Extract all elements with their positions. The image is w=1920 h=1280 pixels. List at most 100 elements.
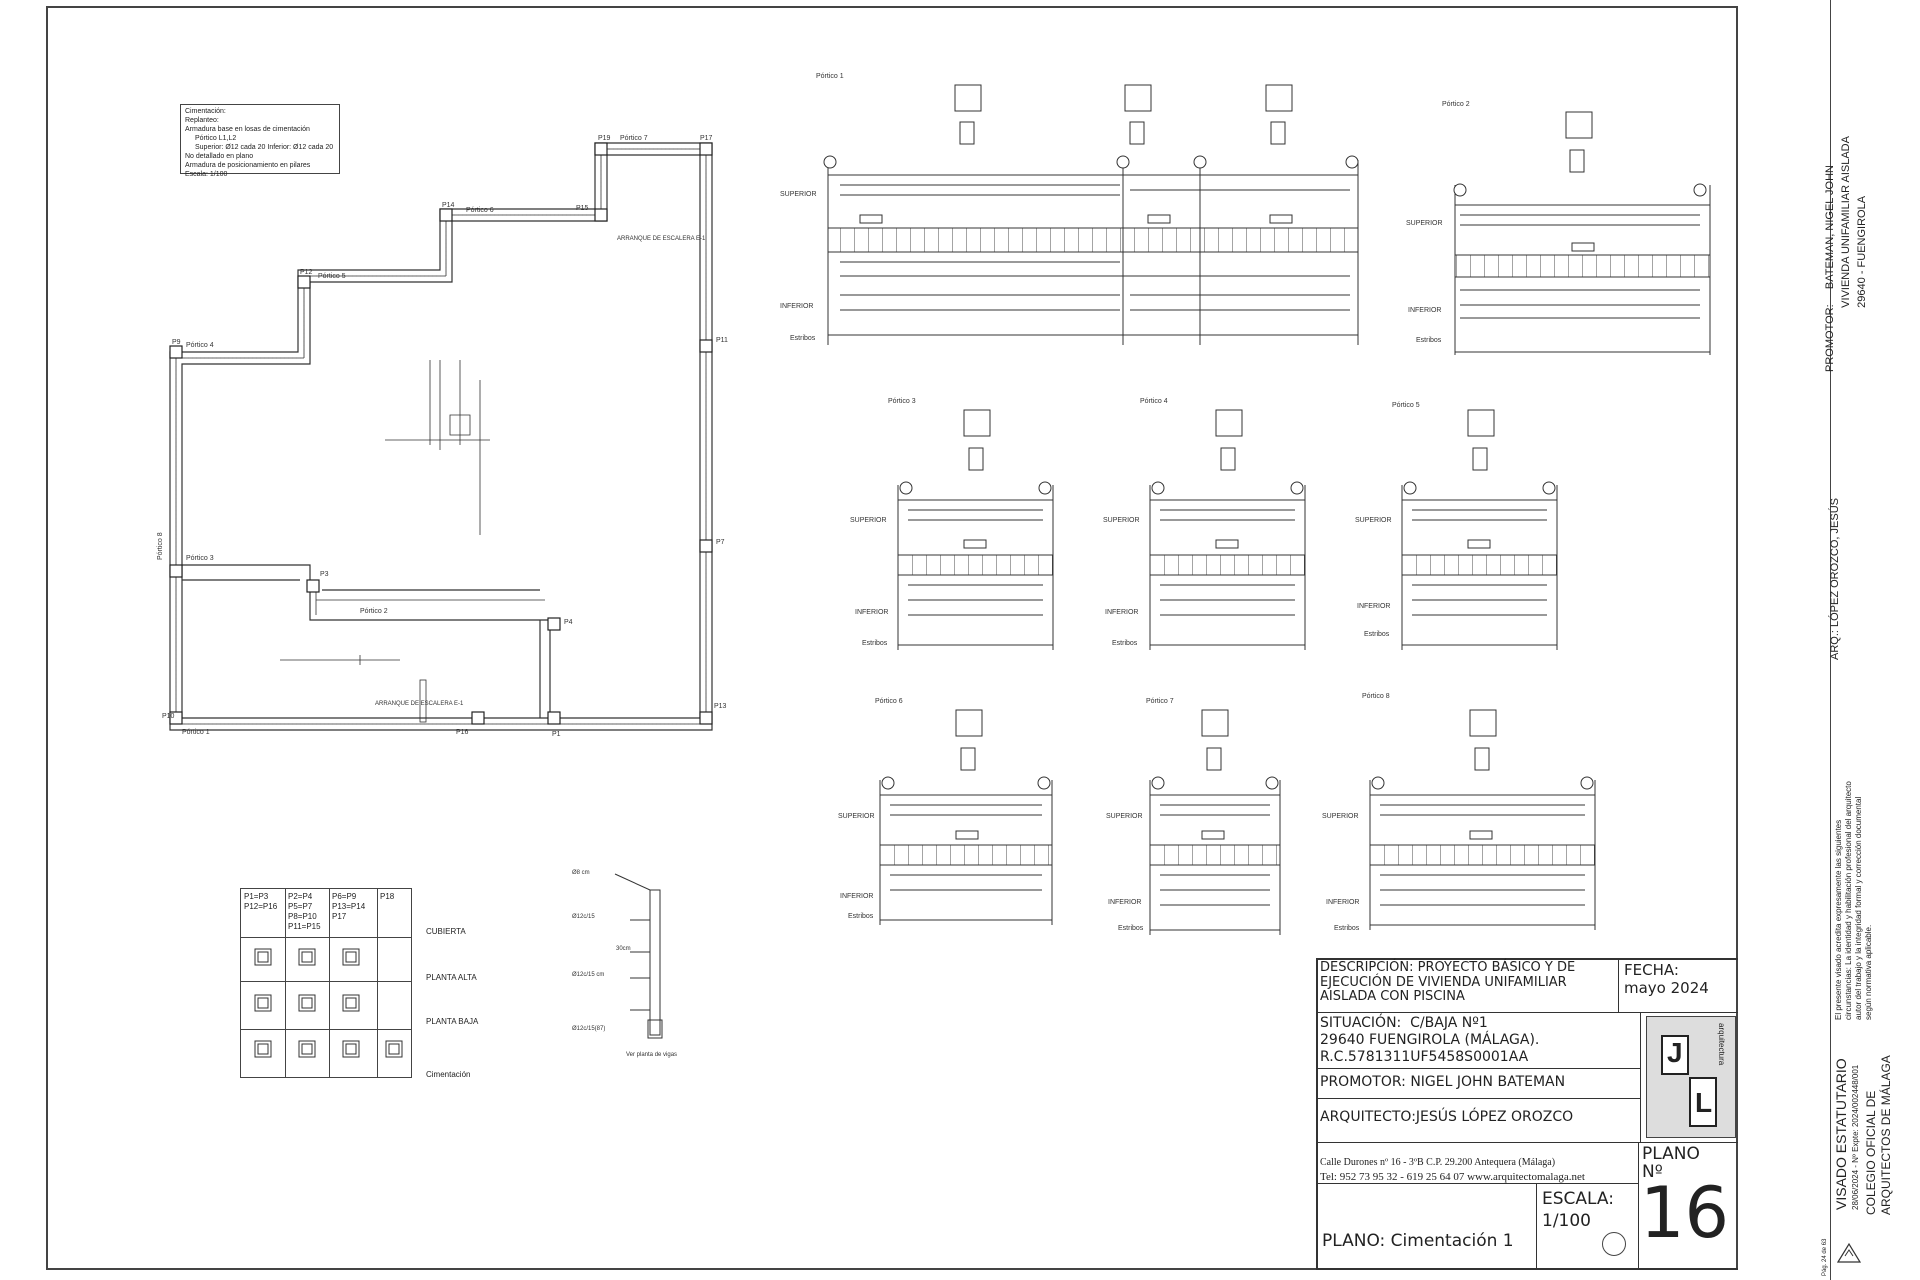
plan-label-pillar: P12: [300, 269, 313, 276]
pillar-p14: [439, 208, 453, 222]
beam-label-estribos: Estribos: [862, 640, 888, 647]
tb-divider: [1316, 1098, 1640, 1099]
note-line: Escala: 1/100: [185, 171, 228, 178]
plan-label-pillar: P19: [598, 135, 611, 142]
stair-label: Ø12c/15: [572, 914, 595, 920]
plan-label-pillar: P10: [162, 713, 175, 720]
plan-beam-portico2: [309, 580, 551, 718]
beam-title: Pórtico 5: [1392, 402, 1420, 409]
plan-label-pillar: P4: [564, 619, 573, 626]
plan-label-portico: Pórtico 4: [186, 342, 214, 349]
tb-plano-num-label: PLANO Nº: [1642, 1144, 1700, 1182]
tb-promotor: PROMOTOR: NIGEL JOHN BATEMAN: [1320, 1074, 1566, 1090]
title-block: [1316, 958, 1738, 1270]
note-line: Superior: Ø12 cada 20 Inferior: Ø12 cada…: [195, 144, 334, 151]
beam-label-inferior: INFERIOR: [1408, 307, 1441, 314]
plan-label-pillar: P3: [320, 571, 329, 578]
beam-portico-3: [897, 409, 1054, 650]
plan-label-pillar: P14: [442, 202, 455, 209]
plan-stair-start: [419, 679, 427, 723]
tb-phone: Tel: 952 73 95 32 - 619 25 64 07 www.arq…: [1320, 1171, 1585, 1183]
plan-section-mark: [280, 655, 400, 665]
column-table: P1=P3 P12=P16 P2=P4 P5=P7 P8=P10 P11=P15…: [240, 888, 412, 1078]
stair-caption: Ver planta de vigas: [626, 1052, 677, 1058]
tb-plano: PLANO: Cimentación 1: [1322, 1231, 1514, 1251]
beam-label-inferior: INFERIOR: [1326, 899, 1359, 906]
pillar-p13: [699, 711, 713, 725]
note-line: Replanteo:: [185, 117, 219, 124]
tb-divider: [1536, 1183, 1537, 1270]
plan-label-portico: Pórtico 8: [157, 532, 164, 560]
tb-address: Calle Durones nº 16 - 3ºB C.P. 29.200 An…: [1320, 1157, 1556, 1168]
beam-label-inferior: INFERIOR: [1357, 603, 1390, 610]
beam-label-superior: SUPERIOR: [1355, 517, 1392, 524]
tb-fecha-value: mayo 2024: [1624, 979, 1709, 997]
column-table-head-cell: P2=P4 P5=P7 P8=P10 P11=P15: [288, 892, 321, 931]
tb-plano-num: 16: [1640, 1172, 1730, 1254]
column-table-header: [241, 889, 411, 938]
beam-label-superior: SUPERIOR: [1106, 813, 1143, 820]
beam-title: Pórtico 7: [1146, 698, 1174, 705]
beam-label-superior: SUPERIOR: [838, 813, 875, 820]
plan-label-portico: Pórtico 3: [186, 555, 214, 562]
column-level-label: PLANTA BAJA: [426, 1017, 479, 1026]
column-level-label: Cimentación: [426, 1070, 471, 1079]
beam-label-inferior: INFERIOR: [780, 303, 813, 310]
beam-label-estribos: Estribos: [790, 335, 816, 342]
side-visado-exp: 28/06/2024 - Nº Expte: 2024/002448/001: [1851, 1064, 1860, 1210]
plan-label-arranque: ARRANQUE DE ESCALERA E-1: [375, 701, 464, 707]
note-line: Armadura de posicionamiento en pilares: [185, 162, 311, 169]
beam-label-inferior: INFERIOR: [1105, 609, 1138, 616]
column-level-label: PLANTA ALTA: [426, 973, 477, 982]
beam-label-estribos: Estribos: [1112, 640, 1138, 647]
plan-label-pillar: P17: [700, 135, 713, 142]
logo-letter: J: [1667, 1037, 1683, 1068]
plan-label-pillar: P16: [456, 729, 469, 736]
tb-fecha-label: FECHA:: [1624, 961, 1679, 979]
beam-title: Pórtico 3: [888, 398, 916, 405]
tb-escala-value: 1/100: [1542, 1211, 1591, 1231]
plan-label-pillar: P9: [172, 339, 181, 346]
stair-label: Ø8 cm: [572, 870, 590, 876]
tb-divider: [1640, 1012, 1641, 1142]
tb-divider: [1316, 1183, 1638, 1184]
stair-label: Ø12c/15 cm: [572, 972, 604, 978]
beam-title: Pórtico 2: [1442, 101, 1470, 108]
column-sections: [254, 948, 403, 1058]
notes-box: Cimentación: Replanteo: Armadura base en…: [180, 104, 340, 178]
note-line: Armadura base en losas de cimentación: [185, 126, 310, 133]
colegio-logo-icon: [1836, 1240, 1862, 1266]
pillar-p3: [306, 579, 320, 593]
beam-portico-5: [1401, 409, 1558, 650]
plan-label-portico: Pórtico 6: [466, 207, 494, 214]
beam-title: Pórtico 8: [1362, 693, 1390, 700]
beam-portico-1: [823, 84, 1359, 345]
plan-label-portico: Pórtico 5: [318, 273, 346, 280]
plan-label-portico: Pórtico 7: [620, 135, 648, 142]
plan-label-portico: Pórtico 2: [360, 608, 388, 615]
beam-label-superior: SUPERIOR: [1406, 220, 1443, 227]
side-colegio: COLEGIO OFICIAL DE ARQUITECTOS DE MÁLAGA: [1864, 1055, 1893, 1215]
plan-label-pillar: P13: [714, 703, 727, 710]
stair-label: 30cm: [616, 946, 631, 952]
tb-descripcion: DESCRIPCIÓN: PROYECTO BÁSICO Y DE EJECUC…: [1320, 960, 1576, 1005]
tb-escala-label: ESCALA:: [1542, 1189, 1614, 1209]
side-visado-title: VISADO ESTATUTARIO: [1833, 1058, 1849, 1210]
tb-divider: [1316, 1068, 1640, 1069]
beam-label-inferior: INFERIOR: [840, 893, 873, 900]
plan-label-pillar: P7: [716, 539, 725, 546]
column-level-label: CUBIERTA: [426, 927, 466, 936]
column-table-head-cell: P18: [380, 892, 395, 901]
pillar-p1: [547, 711, 561, 725]
beam-label-inferior: INFERIOR: [1108, 899, 1141, 906]
beam-label-estribos: Estribos: [1334, 925, 1360, 932]
beam-title: Pórtico 6: [875, 698, 903, 705]
plan-label-pillar: P11: [716, 337, 728, 344]
pillar-p12: [297, 275, 311, 289]
side-page: Pág. 24 de 63: [1822, 1238, 1828, 1276]
beam-portico-8: [1369, 709, 1596, 930]
beam-label-estribos: Estribos: [1118, 925, 1144, 932]
tb-divider: [1638, 1142, 1639, 1270]
stair-detail: Ø8 cm Ø12c/15 30cm Ø12c/15 cm Ø12c/15(87…: [572, 870, 677, 1058]
